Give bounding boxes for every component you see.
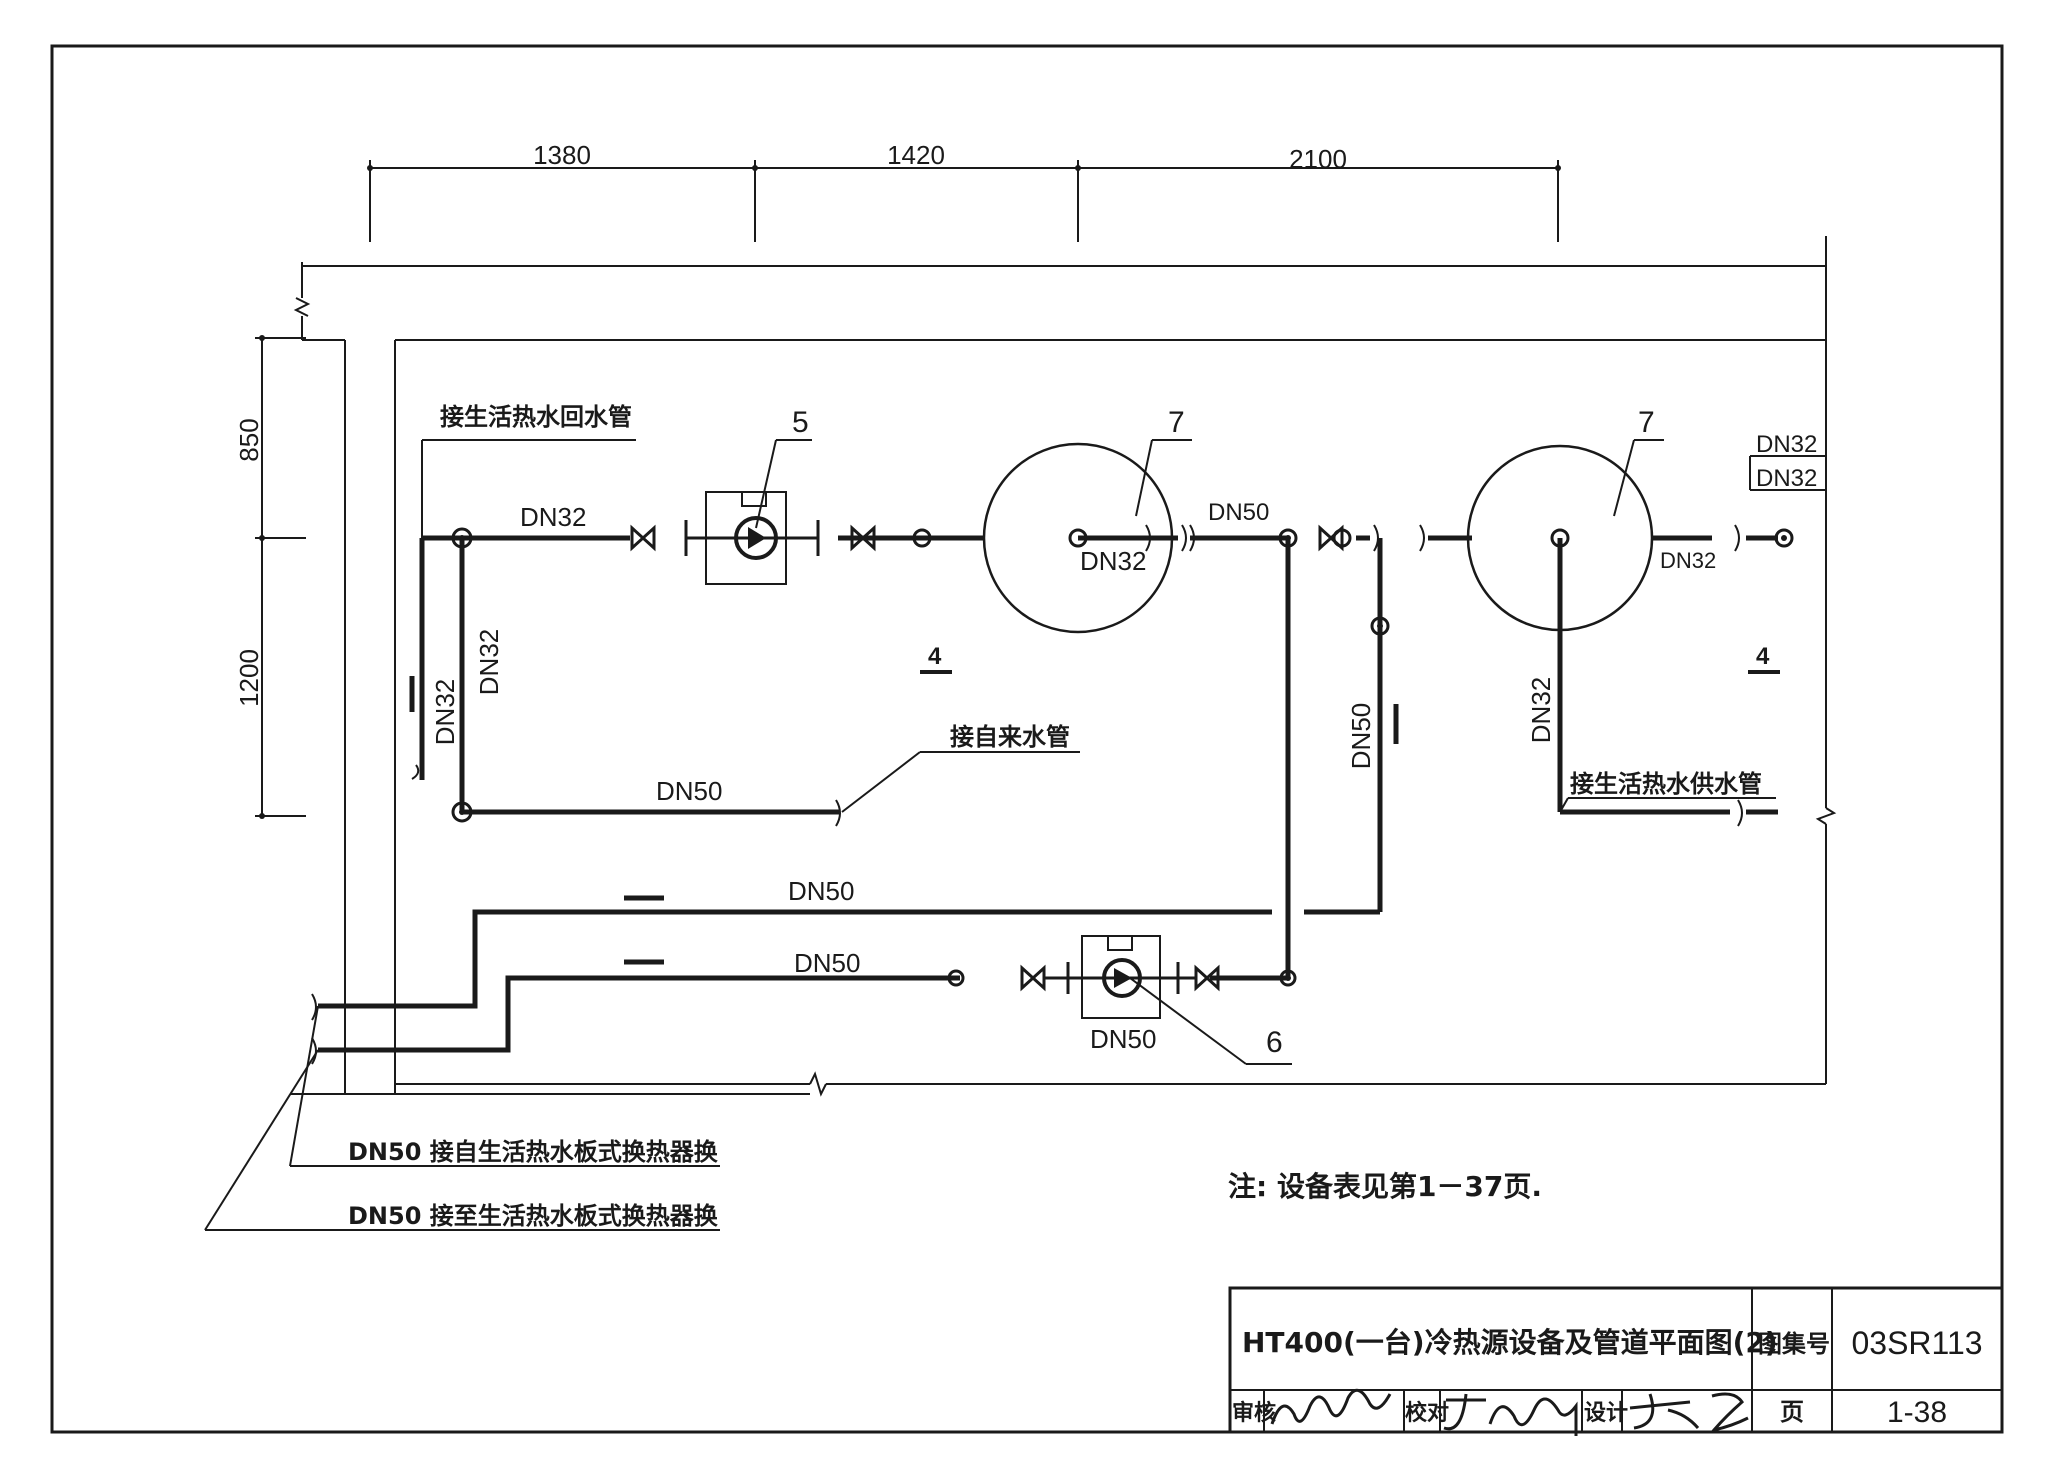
circulation-pump-6 [1044, 935, 1196, 1019]
label-dn50-lower-2: DN50 [794, 948, 860, 978]
left-dimension-chain: 850 1200 [234, 335, 306, 819]
page-label: 页 [1780, 1398, 1804, 1426]
label-dn32-tank: DN32 [1080, 546, 1146, 576]
dim-1420: 1420 [887, 140, 945, 170]
room-walls [290, 236, 1837, 1097]
check-label: 校对 [1405, 1400, 1449, 1426]
item-number-7-right: 7 [1638, 406, 1655, 439]
item-number-6: 6 [1266, 1026, 1283, 1059]
pipe-break-marks [311, 524, 1743, 1065]
reviewer-signature [1270, 1388, 1392, 1425]
leader-lines [204, 439, 1826, 1231]
note-text: 注: 设备表见第1－37页. [1228, 1170, 1542, 1203]
drawing-title: HT400(一台)冷热源设备及管道平面图(2) [1242, 1326, 1778, 1359]
label-dn32-vert-right: DN32 [1526, 677, 1556, 743]
circulation-pump-5 [684, 491, 820, 585]
item-number-5: 5 [792, 406, 809, 439]
storage-tank-left [982, 442, 1174, 634]
pipes [318, 535, 1778, 1053]
section-mark-4-right: 4 [1756, 643, 1770, 670]
label-dn50-tap: DN50 [656, 776, 722, 806]
dim-1380: 1380 [533, 140, 591, 170]
title-block: HT400(一台)冷热源设备及管道平面图(2) 图集号 03SR113 审核 校… [1228, 1286, 2004, 1436]
label-dn50-top: DN50 [1208, 499, 1269, 526]
label-dn32-top-left: DN32 [520, 502, 586, 532]
item-number-7-left: 7 [1168, 406, 1185, 439]
label-dn50-pump6: DN50 [1090, 1024, 1156, 1054]
design-label: 设计 [1584, 1401, 1628, 1426]
label-from-exchanger: DN50 接自生活热水板式换热器换 [348, 1138, 719, 1166]
section-mark-4-left: 4 [928, 643, 942, 670]
dim-1200: 1200 [234, 649, 264, 707]
label-dn32-vert-2: DN32 [430, 679, 460, 745]
pipe-labels: 接生活热水回水管 DN32 DN32 DN50 DN32 DN32 DN32 D… [348, 403, 1817, 1230]
item-numbers: 5 7 7 6 4 4 [792, 406, 1770, 1059]
label-return-pipe: 接生活热水回水管 [440, 403, 632, 431]
pipe-nodes [451, 527, 1794, 987]
storage-tank-right [1466, 444, 1654, 632]
top-dimension-chain: 1380 1420 2100 [367, 140, 1561, 242]
label-dn50-vert: DN50 [1346, 703, 1376, 769]
label-dn32-box-top: DN32 [1756, 431, 1817, 458]
label-dn32-right-tank: DN32 [1660, 548, 1716, 573]
dim-850: 850 [234, 418, 264, 461]
label-to-exchanger: DN50 接至生活热水板式换热器换 [348, 1202, 719, 1230]
review-label: 审核 [1232, 1400, 1276, 1426]
label-tap-water: 接自来水管 [950, 723, 1070, 751]
label-supply-pipe: 接生活热水供水管 [1570, 770, 1762, 798]
drawing-frame [50, 44, 2004, 1434]
label-dn32-box-bottom: DN32 [1756, 465, 1817, 492]
label-dn50-lower-1: DN50 [788, 876, 854, 906]
designer-signature [1629, 1392, 1749, 1433]
valves [409, 524, 1399, 992]
atlas-number: 03SR113 [1851, 1325, 1982, 1361]
page-number: 1-38 [1887, 1396, 1947, 1429]
dim-2100: 2100 [1289, 144, 1347, 174]
label-dn32-vert-1: DN32 [474, 629, 504, 695]
checker-signature [1443, 1393, 1578, 1436]
atlas-label: 图集号 [1758, 1330, 1830, 1358]
